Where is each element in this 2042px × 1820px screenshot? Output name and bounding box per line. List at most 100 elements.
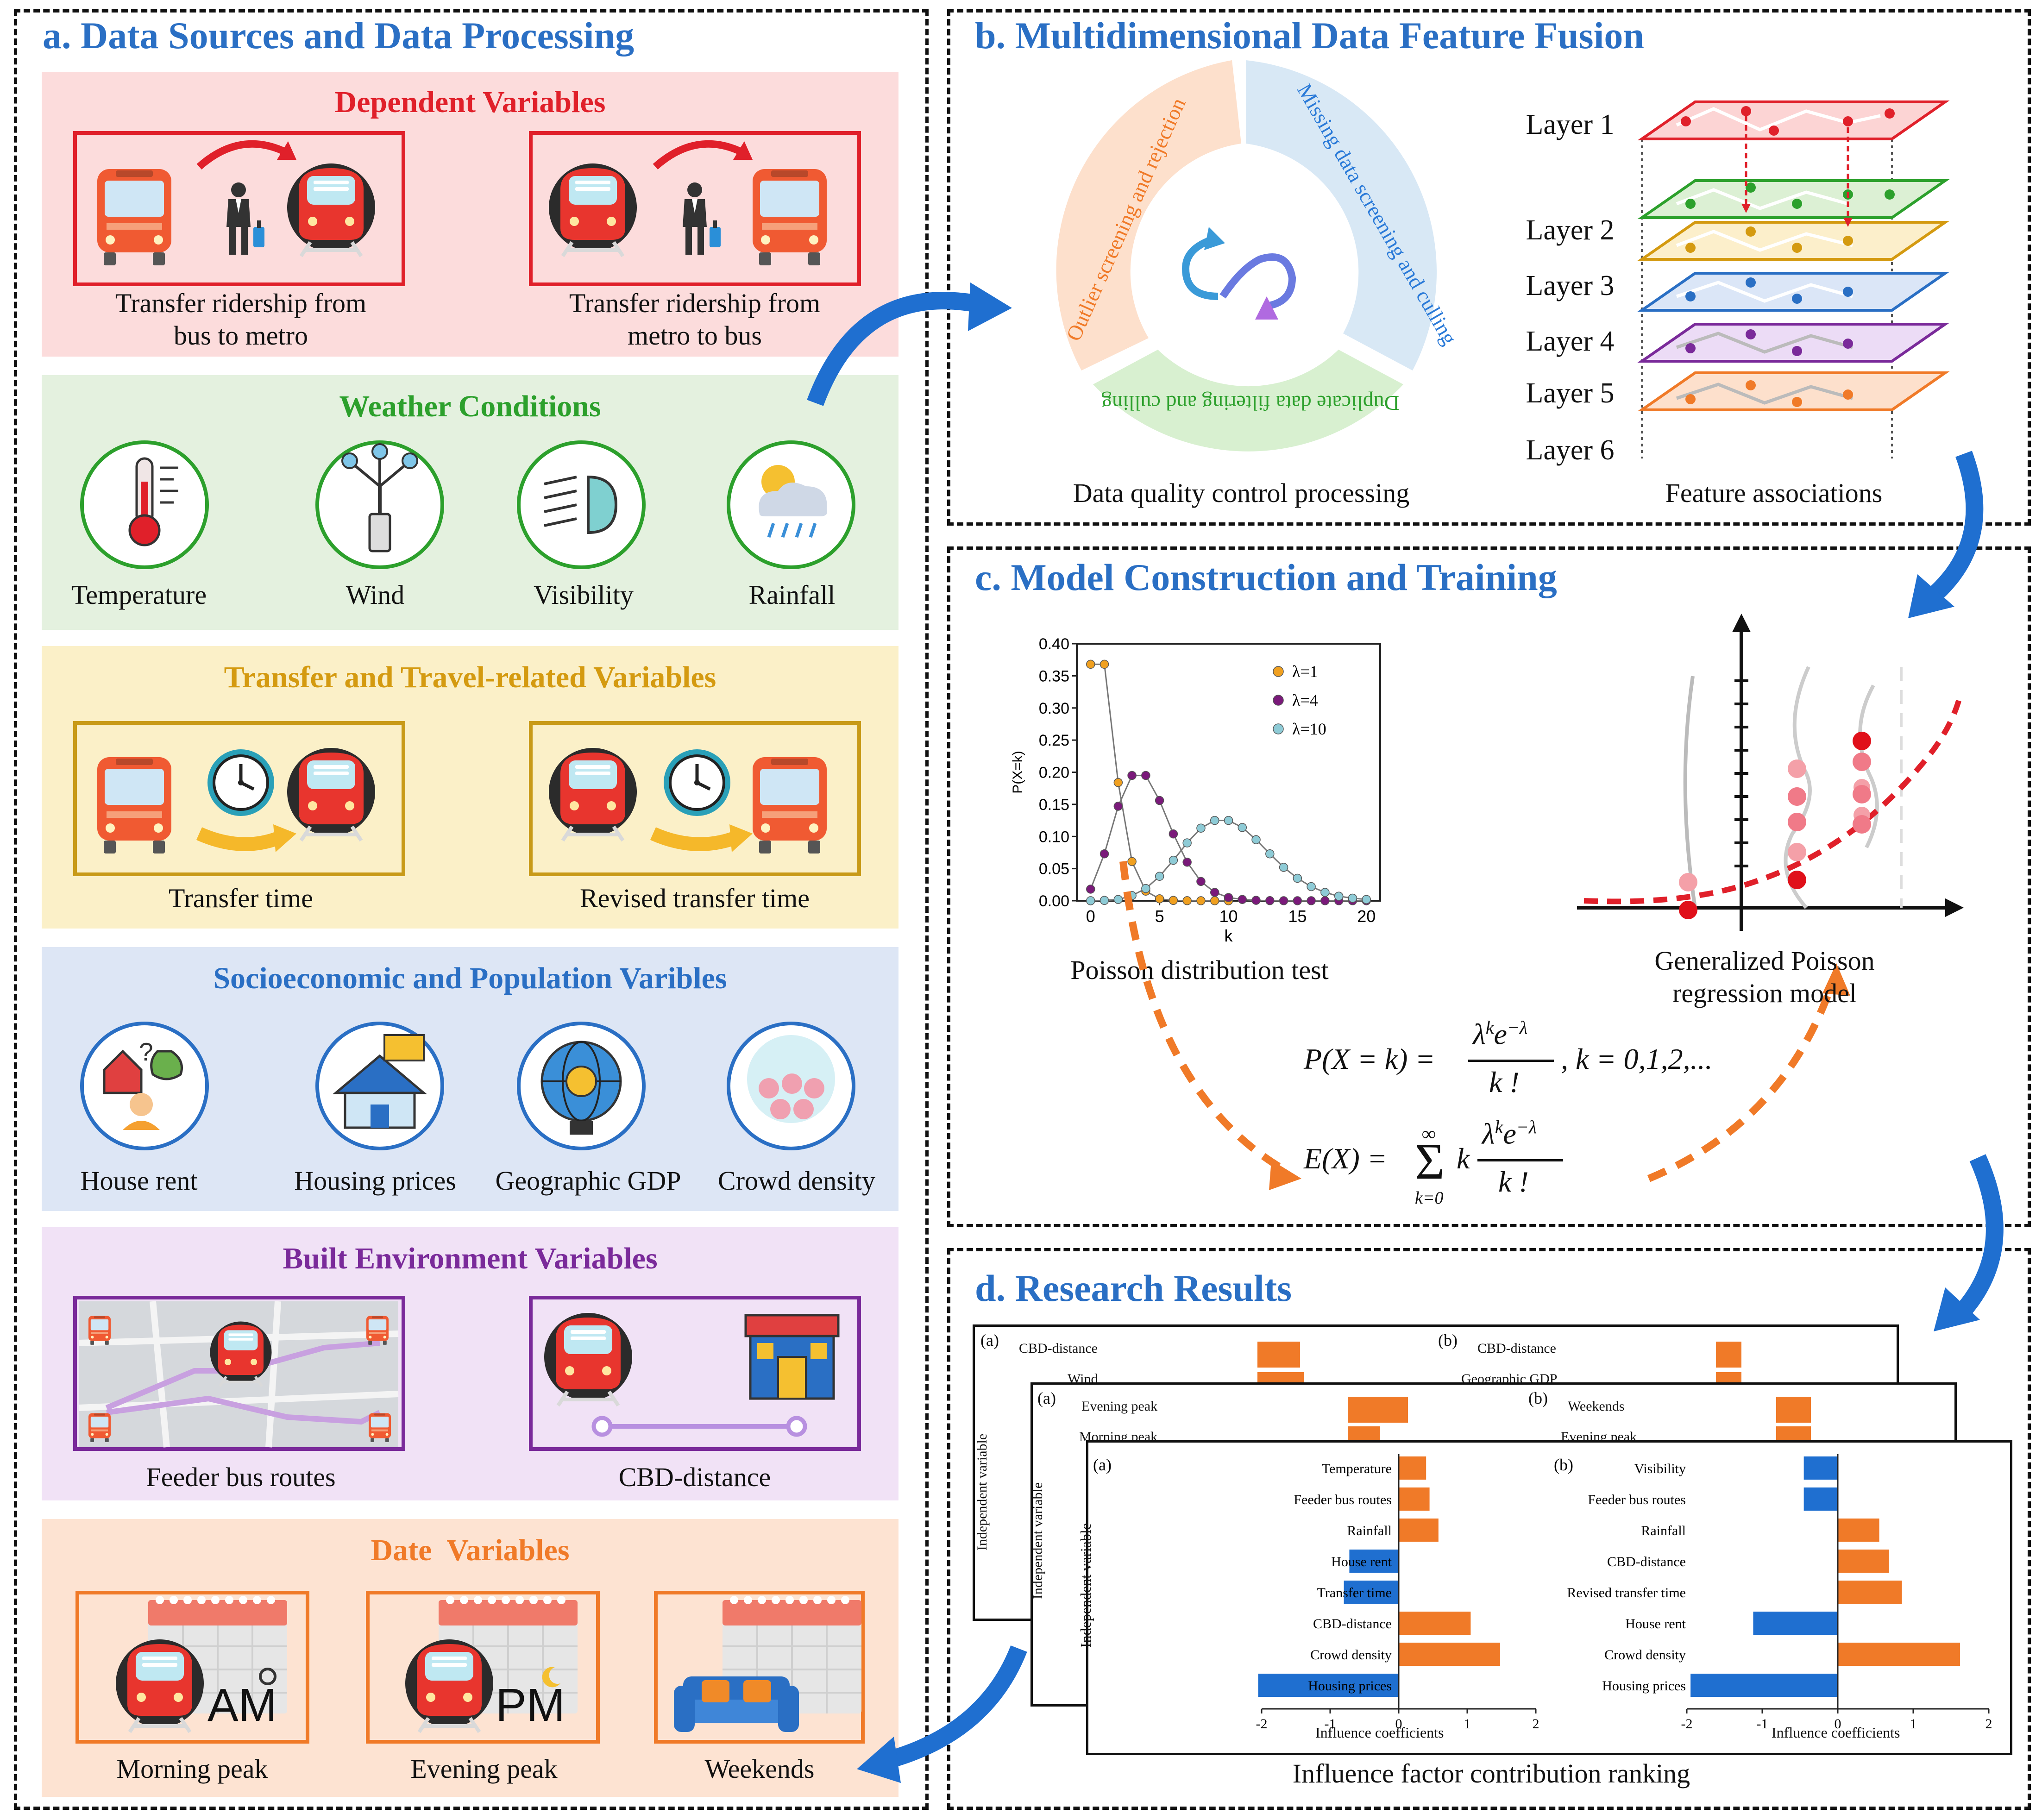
x-tick-label: 20: [1357, 907, 1376, 926]
series-point: [1238, 895, 1247, 904]
series-point: [1100, 896, 1109, 905]
series-point: [1113, 895, 1123, 904]
gpr-caption: Generalized Poisson regression model: [1654, 946, 1875, 1008]
series-point: [1169, 829, 1178, 839]
bar: [1803, 1456, 1838, 1480]
series-point: [1251, 896, 1261, 905]
series-point: [1279, 863, 1288, 872]
series-point: [1224, 816, 1233, 825]
y-tick-label: 0.30: [1039, 700, 1069, 717]
category-label: CBD-distance: [1607, 1554, 1686, 1569]
cycle-icon: [1181, 227, 1296, 320]
category-label: Crowd density: [1310, 1647, 1392, 1663]
x-tick-label: -2: [1681, 1716, 1693, 1732]
panel-d-caption: Influence factor contribution ranking: [1292, 1758, 1690, 1789]
socio-label-crowd: Crowd density: [718, 1166, 875, 1196]
transfer-frame-1: [73, 721, 405, 876]
category-label: House rent: [1331, 1554, 1392, 1569]
x-tick-label: 15: [1288, 907, 1307, 926]
bar: [1690, 1674, 1838, 1697]
back2-bar-0: [1348, 1397, 1408, 1423]
series-point: [1251, 835, 1261, 844]
arrow-d-to-a: [886, 1645, 1027, 1769]
arrow-c-to-d: [1952, 1154, 2004, 1321]
series-point: [1182, 896, 1192, 905]
series-point: [1265, 896, 1275, 905]
date-frame-3: [654, 1591, 865, 1744]
built-title: Built Environment Variables: [283, 1242, 658, 1275]
weather-label-wind: Wind: [346, 580, 405, 610]
layer-3-label: Layer 3: [1526, 270, 1615, 301]
category-label: Rainfall: [1641, 1523, 1686, 1538]
panel-b-border: [947, 9, 2031, 526]
y-tick-label: 0.00: [1039, 892, 1069, 910]
series-point: [1155, 796, 1164, 805]
legend-marker: [1273, 695, 1284, 706]
ring-segment-outlier: [1056, 60, 1241, 370]
series-point: [1293, 873, 1302, 883]
dependent-frame-2: [529, 131, 861, 286]
bar: [1399, 1643, 1501, 1666]
layer-stack: [1637, 100, 1950, 458]
dependent-label-2: Transfer ridership from metro to bus: [569, 288, 821, 351]
back2-a-label-0: Evening peak: [1081, 1399, 1158, 1414]
series-point: [1265, 849, 1275, 859]
socio-label-prices: Housing prices: [294, 1166, 456, 1196]
category-label: Crowd density: [1604, 1647, 1686, 1663]
socio-title: Socioeconomic and Population Varibles: [213, 961, 727, 995]
series-point: [1169, 896, 1178, 905]
series-point: [1210, 816, 1219, 825]
x-tick-label: 10: [1219, 907, 1238, 926]
category-label: Housing prices: [1602, 1678, 1686, 1694]
dashed-arrow-right: [1647, 976, 1838, 1182]
bar: [1838, 1643, 1960, 1666]
series-point: [1320, 888, 1330, 897]
front-xlabel-b: Influence coefficients: [1772, 1724, 1900, 1741]
formula-expectation: E(X) = ∞ Σ k=0 k λke−λ k !: [1304, 1107, 1628, 1213]
x-tick-label: 0: [1395, 1716, 1402, 1732]
back1-b-label-0: CBD-distance: [1477, 1341, 1556, 1356]
series-point: [1334, 891, 1344, 901]
bar: [1399, 1519, 1439, 1542]
weather-title: Weather Conditions: [339, 389, 601, 423]
bar: [1399, 1612, 1471, 1635]
weather-label-visibility: Visibility: [534, 580, 634, 610]
panel-b-title: b. Multidimensional Data Feature Fusion: [975, 14, 1644, 56]
arrow-b-to-c: [1925, 451, 1984, 604]
bar: [1399, 1487, 1430, 1511]
ring-text-duplicate: Duplicate data filtering and culling: [1101, 391, 1400, 415]
series-point: [1086, 659, 1095, 669]
back1-a-label-0: CBD-distance: [1019, 1341, 1098, 1356]
panel-d-title: d. Research Results: [975, 1267, 1292, 1309]
date-frame-1: [75, 1591, 309, 1744]
panel-label: (a): [1093, 1456, 1112, 1474]
y-tick-label: 0.05: [1039, 860, 1069, 878]
series-point: [1100, 659, 1109, 669]
category-label: Visibility: [1634, 1461, 1686, 1476]
series-point: [1196, 877, 1206, 886]
layer-2-label: Layer 2: [1526, 214, 1615, 246]
panel-c-border: [947, 546, 2031, 1227]
formula-poisson: P(X = k) = λke−λ k ! , k = 0,1,2,...: [1304, 1017, 1713, 1098]
legend-marker: [1273, 666, 1284, 677]
dashed-arrow-left: [1119, 861, 1289, 1175]
x-tick-label: 0: [1086, 907, 1095, 926]
series-point: [1086, 896, 1095, 905]
y-tick-label: 0.20: [1039, 764, 1069, 782]
arrow-d-to-a-head: [857, 1737, 901, 1783]
transfer-label-2: Revised transfer time: [579, 883, 810, 913]
series-point: [1307, 882, 1316, 891]
series-point: [1279, 896, 1288, 905]
socio-label-gdp: Geographic GDP: [495, 1166, 681, 1196]
bar: [1344, 1581, 1399, 1604]
series-point: [1307, 896, 1316, 905]
bar: [1258, 1674, 1399, 1697]
category-label: Revised transfer time: [1567, 1585, 1686, 1600]
bar: [1349, 1550, 1399, 1573]
category-label: Feeder bus routes: [1588, 1492, 1686, 1507]
weather-label-temperature: Temperature: [71, 580, 207, 610]
built-label-1: Feeder bus routes: [146, 1462, 336, 1492]
bar: [1838, 1581, 1902, 1604]
transfer-frame-2: [529, 721, 861, 876]
